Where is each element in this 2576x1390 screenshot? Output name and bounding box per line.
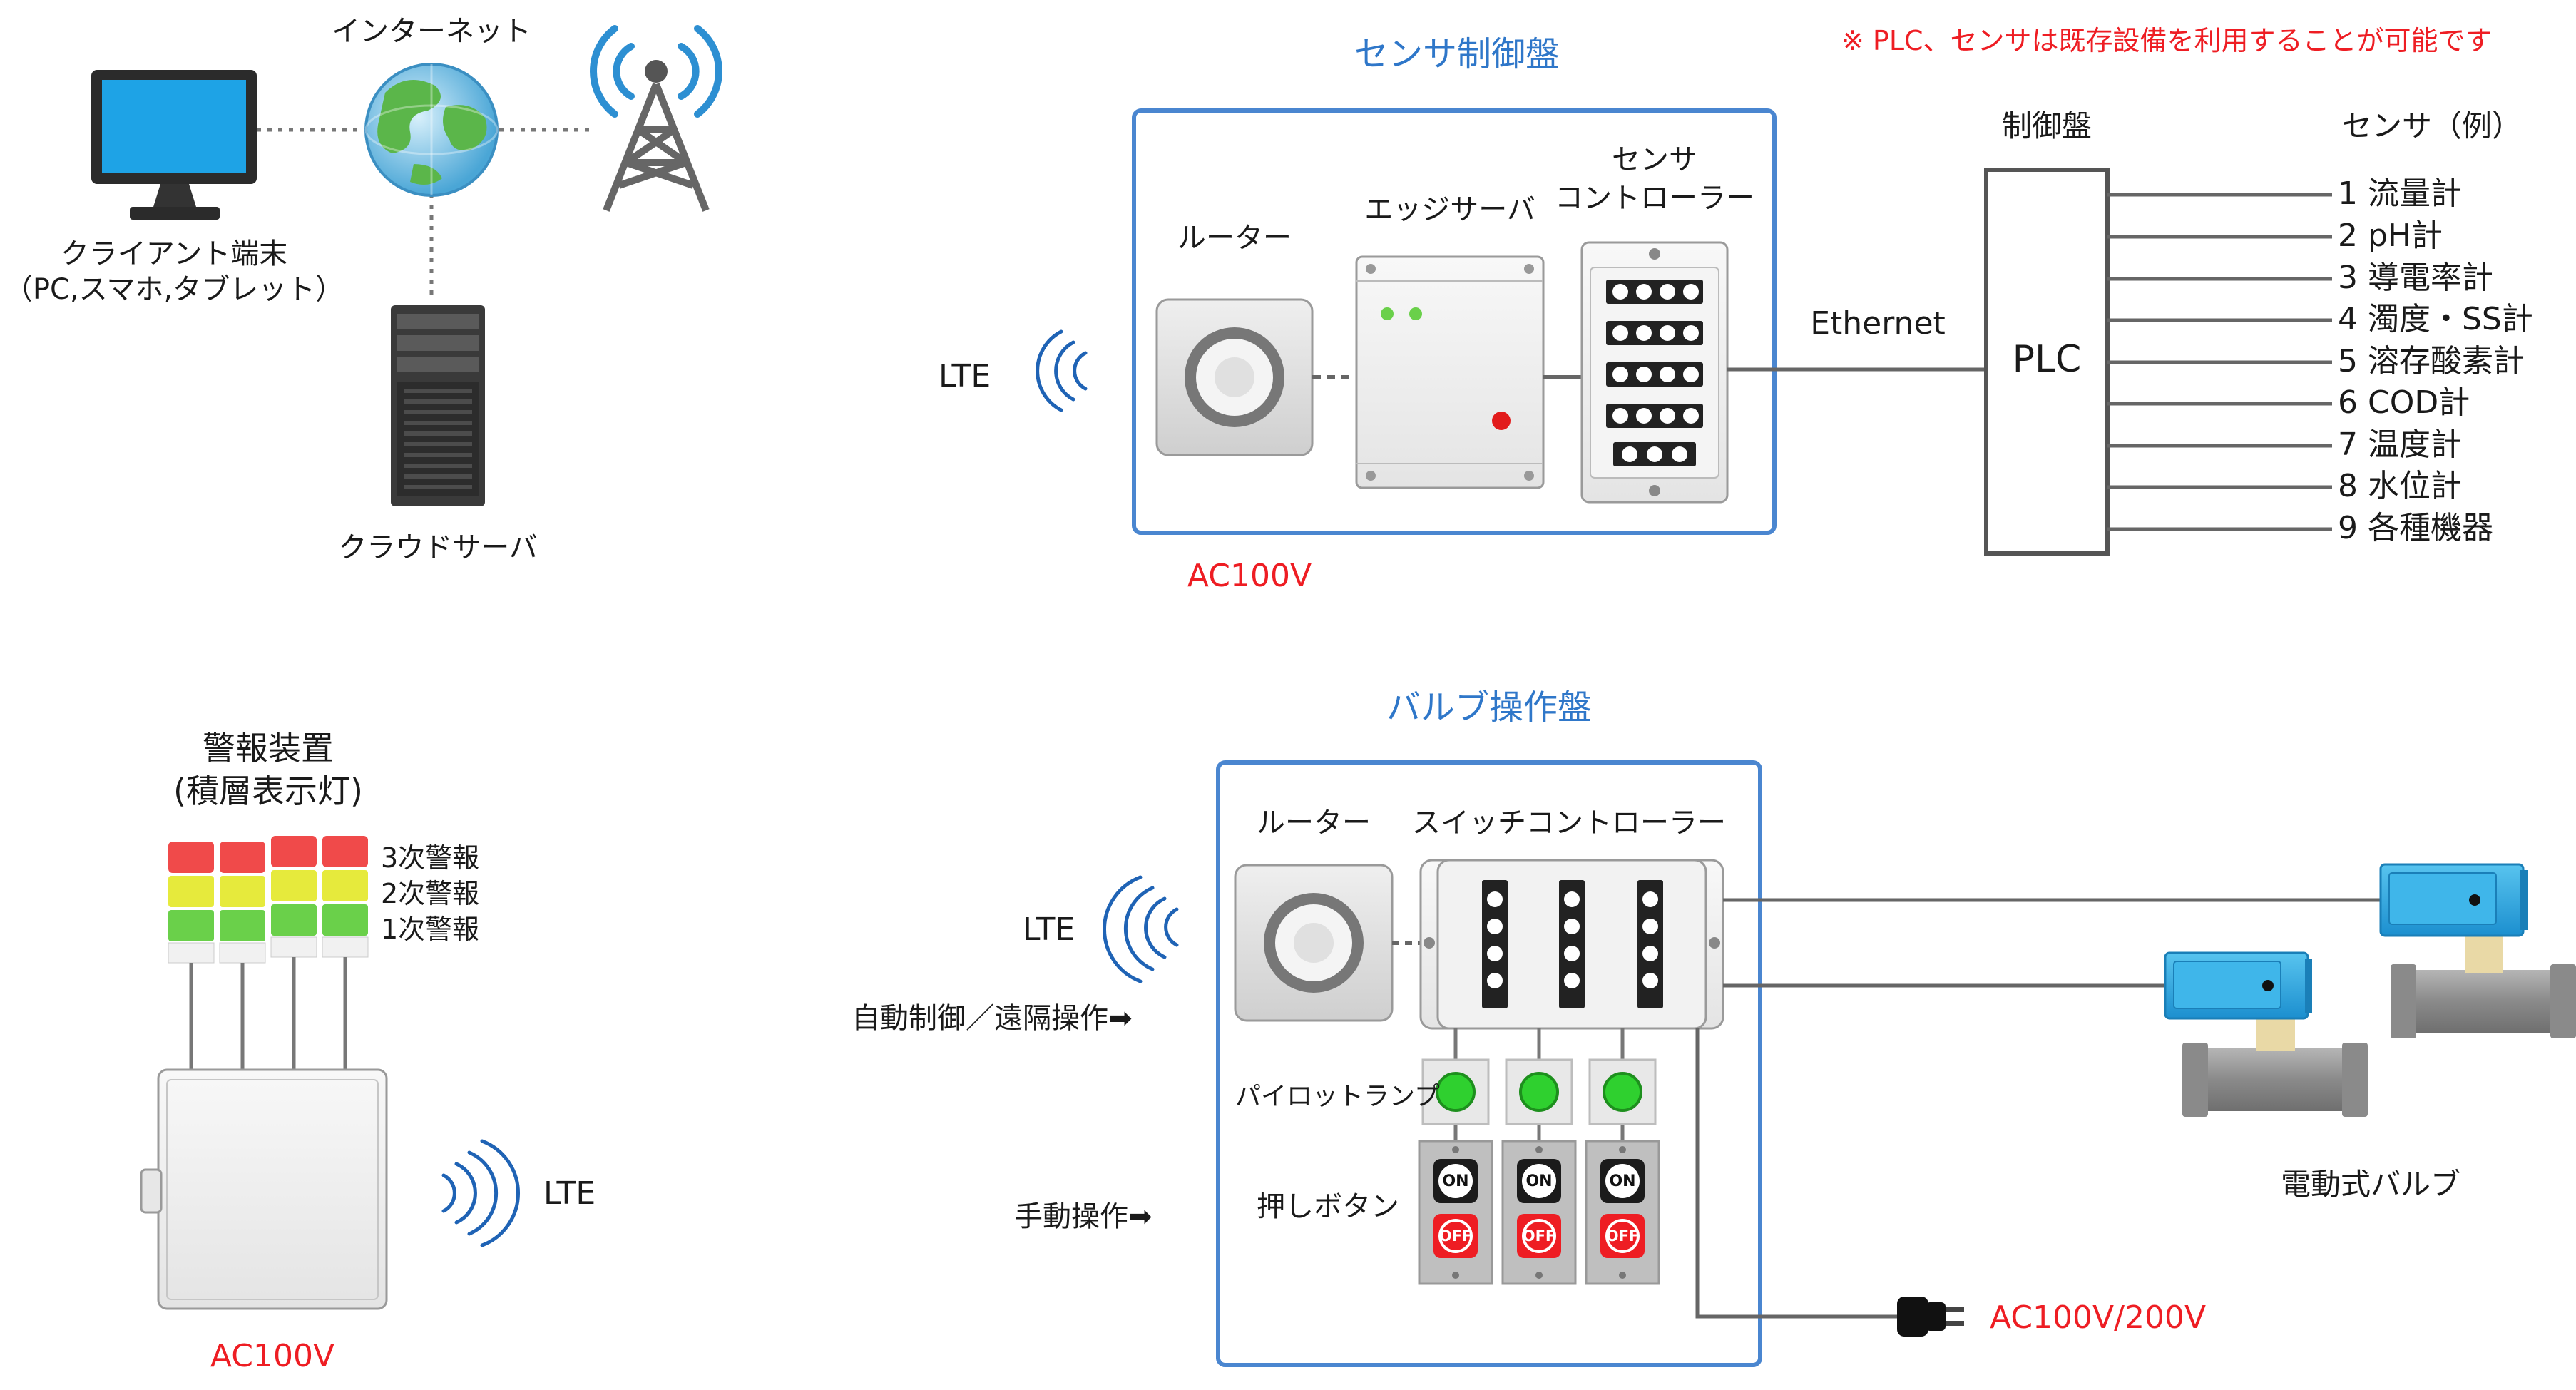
sensor-controller-icon xyxy=(1580,241,1729,504)
power-plug-icon xyxy=(1897,1297,1964,1337)
sensor-item: 2 pH計 xyxy=(2338,218,2443,254)
off-button[interactable]: OFF xyxy=(1522,1227,1556,1245)
client-label: クライアント端末 xyxy=(60,237,288,270)
plc-label: PLC xyxy=(2012,338,2082,381)
alarm-subtitle: (積層表示灯) xyxy=(173,772,363,810)
pilot-lamp-label: パイロットランプ xyxy=(1235,1082,1440,1111)
alarm-level-1: 1次警報 xyxy=(381,914,480,945)
off-button[interactable]: OFF xyxy=(1605,1227,1640,1245)
sensor-panel-title: センサ制御盤 xyxy=(1354,34,1560,74)
on-button[interactable]: ON xyxy=(1525,1172,1553,1190)
push-button-icon xyxy=(1418,1140,1660,1285)
sensor-lte-label: LTE xyxy=(939,358,991,394)
plc-box xyxy=(1984,168,2110,556)
sensor-list-header: センサ（例） xyxy=(2341,108,2523,143)
alarm-level-3: 3次警報 xyxy=(381,842,480,874)
lte-wave-icon xyxy=(1102,875,1179,983)
alarm-power-label: AC100V xyxy=(210,1338,335,1374)
alarm-enclosure-icon xyxy=(140,1068,388,1310)
sensor-power-label: AC100V xyxy=(1187,558,1312,594)
ethernet-label: Ethernet xyxy=(1810,305,1946,342)
cloud-server-label: クラウドサーバ xyxy=(338,531,538,564)
sensor-router-label: ルーター xyxy=(1177,222,1292,255)
valve-router-icon xyxy=(1234,864,1394,1022)
sensor-item: 1 流量計 xyxy=(2338,175,2462,212)
valve-router-label: ルーター xyxy=(1257,807,1371,839)
internet-globe-icon xyxy=(364,63,499,197)
internet-label: インターネット xyxy=(332,15,531,48)
valve-panel-title: バルブ操作盤 xyxy=(1386,688,1593,727)
sensor-item: 9 各種機器 xyxy=(2338,510,2493,546)
plc-header: 制御盤 xyxy=(2001,108,2092,143)
sensor-router-icon xyxy=(1155,298,1314,456)
electric-valve-icon xyxy=(2164,951,2368,1117)
client-sublabel: （PC,スマホ,タブレット） xyxy=(4,273,344,306)
switch-controller-icon xyxy=(1419,859,1724,1030)
valve-power-label: AC100V/200V xyxy=(1990,1299,2207,1336)
sensor-controller-label-2: コントローラー xyxy=(1555,182,1754,215)
sensor-item: 8 水位計 xyxy=(2338,468,2462,504)
cell-tower-icon xyxy=(590,25,722,212)
edge-server-icon xyxy=(1355,255,1545,489)
alarm-lte-label: LTE xyxy=(543,1175,596,1212)
alarm-title: 警報装置 xyxy=(203,729,334,767)
sensor-item: 4 濁度・SS計 xyxy=(2338,301,2533,337)
manual-control-label: 手動操作➡ xyxy=(1014,1200,1152,1233)
sensor-item: 6 COD計 xyxy=(2338,384,2470,421)
valve-lte-label: LTE xyxy=(1023,911,1075,948)
valve-label: 電動式バルブ xyxy=(2280,1167,2461,1202)
electric-valve-icon xyxy=(2379,863,2576,1038)
on-button[interactable]: ON xyxy=(1442,1172,1469,1190)
reuse-note: ※ PLC、センサは既存設備を利用することが可能です xyxy=(1841,25,2493,56)
client-monitor-icon xyxy=(91,70,257,220)
sensor-item: 7 温度計 xyxy=(2338,426,2462,463)
pilot-lamp-icon xyxy=(1421,1058,1657,1125)
sensor-controller-label-1: センサ xyxy=(1612,143,1697,176)
lte-wave-icon xyxy=(441,1139,521,1247)
stack-light-icon xyxy=(168,836,369,1071)
on-button[interactable]: ON xyxy=(1609,1172,1636,1190)
sensor-item: 5 溶存酸素計 xyxy=(2338,343,2525,379)
off-button[interactable]: OFF xyxy=(1438,1227,1473,1245)
push-button-label: 押しボタン xyxy=(1257,1190,1399,1223)
auto-control-label: 自動制御／遠隔操作➡ xyxy=(852,1002,1133,1035)
valve-panel-frame xyxy=(1216,760,1762,1367)
lte-wave-icon xyxy=(1036,329,1088,412)
alarm-level-2: 2次警報 xyxy=(381,878,480,909)
sensor-panel-frame xyxy=(1132,108,1777,535)
edge-server-label: エッジサーバ xyxy=(1364,193,1535,226)
sensor-item: 3 導電率計 xyxy=(2338,260,2493,296)
switch-controller-label: スイッチコントローラー xyxy=(1412,807,1726,839)
cloud-server-icon xyxy=(391,305,485,506)
